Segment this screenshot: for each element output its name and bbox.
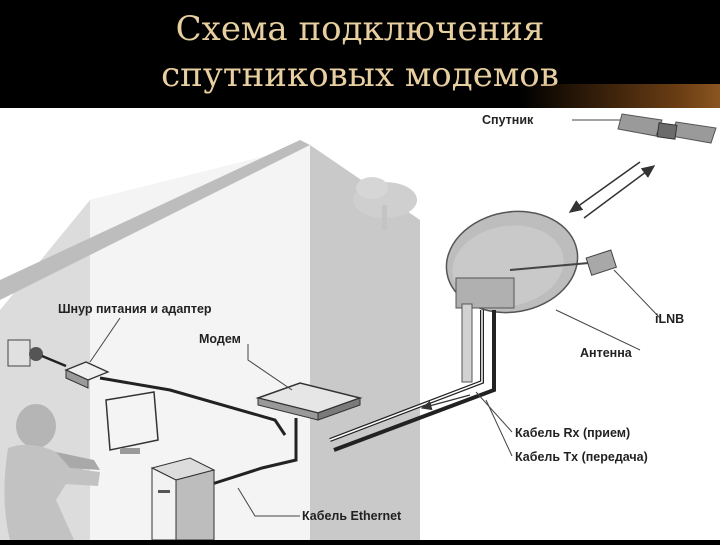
pc-tower-icon bbox=[150, 457, 216, 541]
power-cord bbox=[41, 354, 67, 368]
label-leader-lines bbox=[89, 269, 661, 517]
label-satellite: Спутник bbox=[482, 113, 534, 127]
connection-diagram: Спутник Шнур питания и адаптер Модем iLN… bbox=[0, 108, 720, 541]
title-line-1: Схема подключения bbox=[175, 9, 545, 49]
diagram-svg: Спутник Шнур питания и адаптер Модем iLN… bbox=[0, 113, 717, 541]
label-cable-tx: Кабель Tx (передача) bbox=[515, 450, 648, 464]
rx-tx-cables bbox=[329, 310, 496, 452]
power-adapter-icon bbox=[64, 361, 110, 389]
label-cable-ethernet: Кабель Ethernet bbox=[302, 509, 402, 523]
label-cable-rx: Кабель Rx (прием) bbox=[515, 426, 630, 440]
monitor-icon bbox=[105, 391, 159, 454]
power-socket-icon bbox=[7, 339, 43, 367]
label-ilnb: iLNB bbox=[655, 312, 684, 326]
label-power-cord: Шнур питания и адаптер bbox=[58, 302, 212, 316]
tree-illustration bbox=[353, 177, 417, 230]
house-illustration bbox=[0, 140, 420, 540]
downlink-arrow bbox=[568, 161, 641, 213]
label-antenna: Антенна bbox=[580, 346, 633, 360]
title-line-2: спутниковых модемов bbox=[161, 55, 559, 95]
title-accent-stripe bbox=[520, 84, 720, 108]
title-bar: Схема подключения спутниковых модемов bbox=[0, 0, 720, 108]
satellite-icon bbox=[617, 113, 717, 144]
ethernet-cable bbox=[211, 418, 298, 486]
uplink-arrow bbox=[583, 165, 656, 219]
label-modem: Модем bbox=[199, 332, 241, 346]
antenna-dish-icon bbox=[445, 210, 601, 383]
user-person-icon bbox=[4, 404, 101, 540]
ilnb-icon bbox=[585, 249, 618, 276]
modem-icon bbox=[255, 382, 363, 421]
power-cable-to-modem bbox=[99, 376, 287, 436]
rx-direction-arrow bbox=[420, 394, 471, 411]
